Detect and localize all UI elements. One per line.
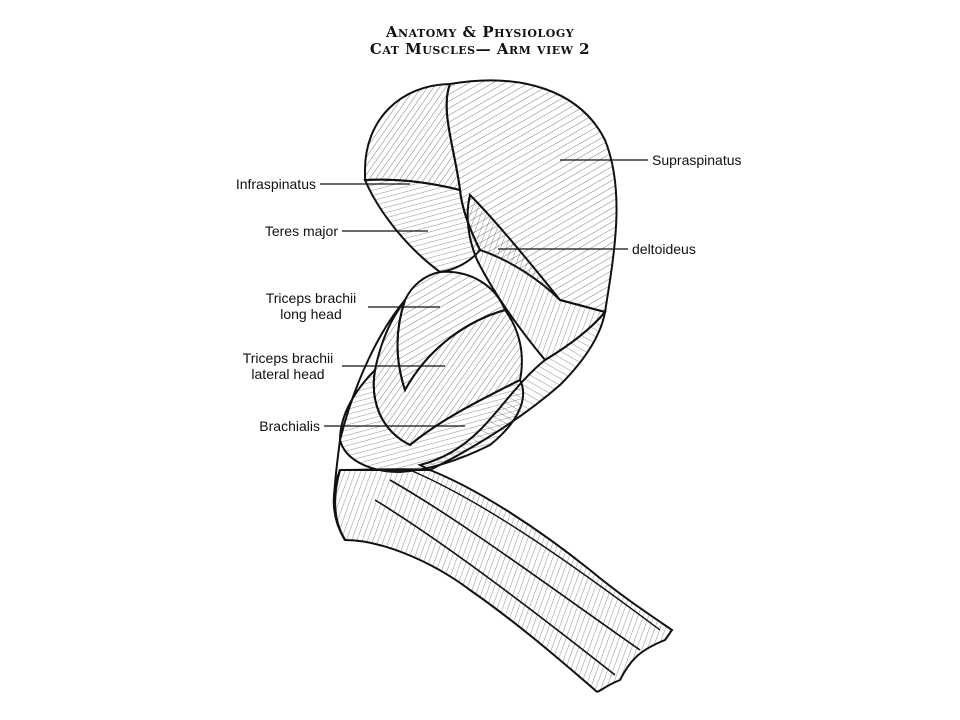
label-triceps-long-line1: Triceps brachii [258, 290, 364, 306]
infraspinatus-muscle [365, 84, 460, 190]
label-triceps-long-head: Triceps brachii long head [258, 290, 364, 322]
label-deltoideus: deltoideus [632, 241, 696, 257]
label-triceps-lateral-head: Triceps brachii lateral head [236, 350, 340, 382]
label-supraspinatus: Supraspinatus [652, 152, 742, 168]
label-triceps-lateral-line2: lateral head [236, 366, 340, 382]
label-triceps-long-line2: long head [258, 306, 364, 322]
forearm-muscles [335, 469, 672, 692]
label-brachialis: Brachialis [236, 418, 320, 434]
label-infraspinatus: Infraspinatus [220, 176, 316, 192]
label-triceps-lateral-line1: Triceps brachii [236, 350, 340, 366]
label-teres-major: Teres major [240, 223, 338, 239]
